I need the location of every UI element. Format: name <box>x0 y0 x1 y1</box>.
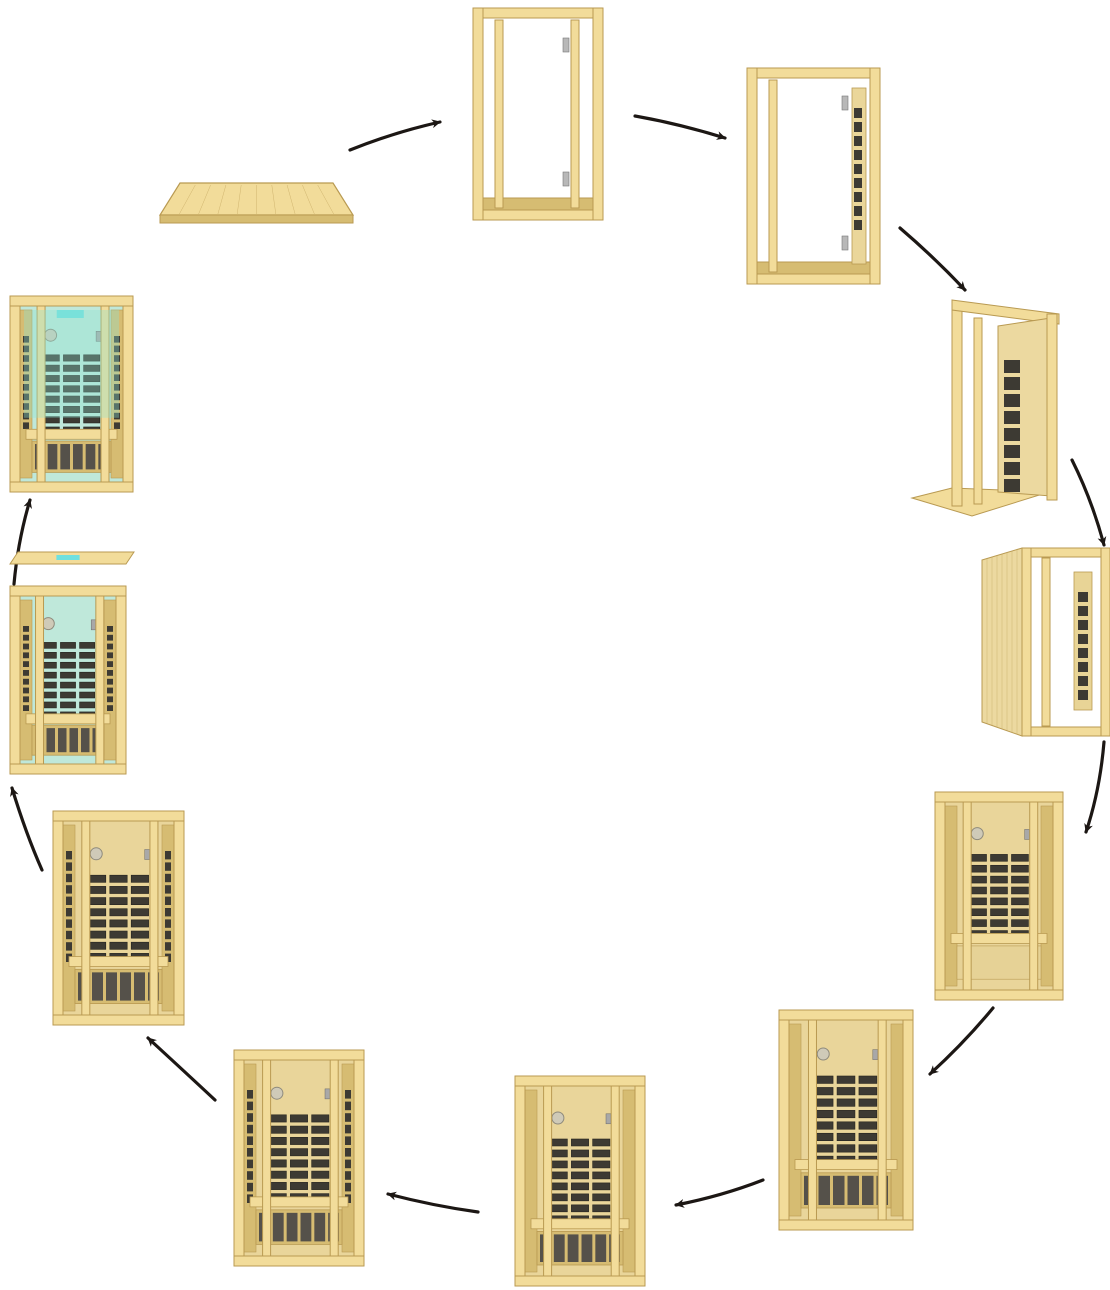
flow-arrow-4 <box>1072 460 1104 545</box>
assembly-step-09 <box>234 1050 364 1266</box>
flow-arrow-7 <box>676 1180 763 1205</box>
arrows-layer <box>12 116 1104 1212</box>
flow-arrow-8 <box>388 1194 478 1212</box>
assembly-step-05 <box>982 548 1110 736</box>
assembly-step-10 <box>53 811 184 1025</box>
assembly-step-07 <box>779 1010 913 1230</box>
assembly-step-12 <box>10 296 133 492</box>
flow-arrow-6 <box>930 1008 993 1074</box>
assembly-step-02 <box>473 8 603 220</box>
flow-arrow-3 <box>900 228 965 290</box>
steps-layer <box>10 8 1110 1286</box>
flow-arrow-11 <box>14 500 30 584</box>
assembly-step-11 <box>10 552 134 774</box>
flow-arrow-1 <box>350 122 440 150</box>
flow-arrow-2 <box>635 116 725 138</box>
assembly-step-03 <box>747 68 880 284</box>
assembly-step-04 <box>912 300 1059 516</box>
assembly-step-01 <box>160 183 353 223</box>
assembly-step-08 <box>515 1076 645 1286</box>
assembly-step-06 <box>935 792 1063 1000</box>
flow-arrow-5 <box>1086 742 1104 832</box>
flow-arrow-9 <box>148 1038 215 1100</box>
flow-arrow-10 <box>12 788 42 870</box>
